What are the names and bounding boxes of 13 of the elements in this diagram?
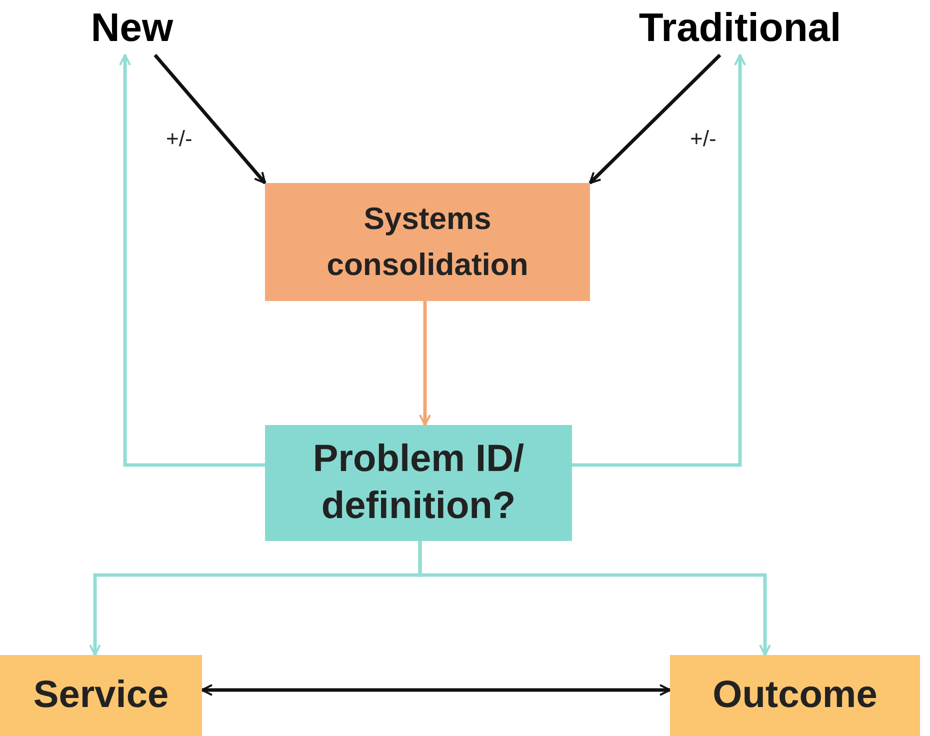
arrow xyxy=(154,54,266,184)
arrow xyxy=(201,684,671,696)
arrow xyxy=(418,541,771,656)
arrow xyxy=(119,54,265,467)
arrow xyxy=(419,301,431,426)
arrow xyxy=(588,54,722,184)
process-box: Systems consolidation xyxy=(265,183,590,301)
node-label: Traditional xyxy=(600,0,880,55)
decision-box: Problem ID/ definition? xyxy=(265,425,572,541)
outcome-box: Service xyxy=(0,655,202,736)
outcome-box: Outcome xyxy=(670,655,920,736)
node-label: New xyxy=(72,0,192,55)
arrow xyxy=(572,54,746,467)
